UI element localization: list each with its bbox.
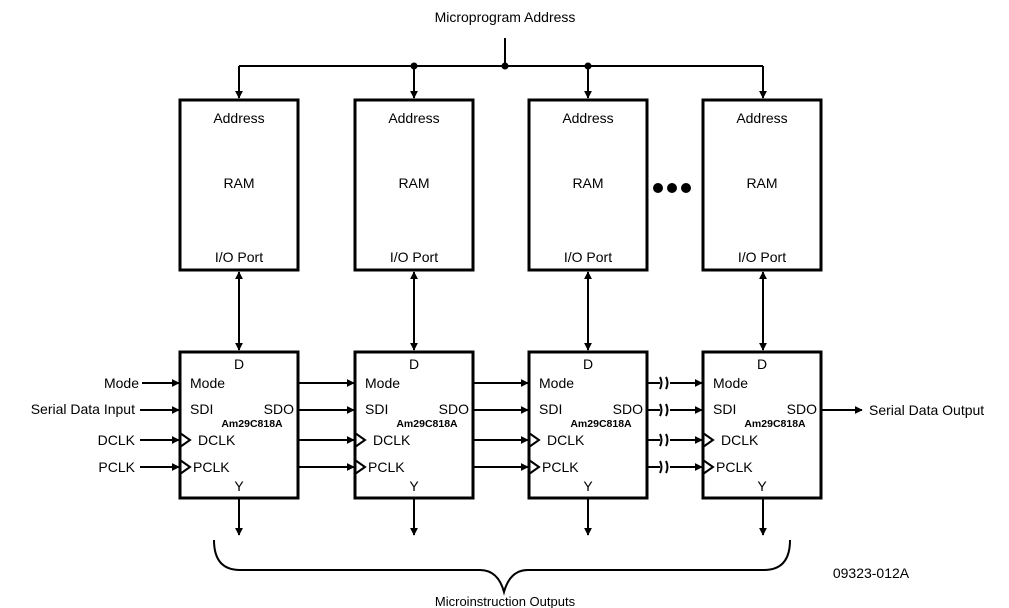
ram-block bbox=[178, 98, 300, 272]
ram-address-label: Address bbox=[736, 110, 787, 126]
register-y-label: Y bbox=[583, 478, 593, 494]
pclk-clock-symbol bbox=[179, 459, 192, 475]
pclk-clock-symbol bbox=[702, 459, 715, 475]
ram-label: RAM bbox=[223, 175, 254, 191]
dclk-input-label: DCLK bbox=[98, 432, 136, 448]
figure-id: 09323-012A bbox=[833, 565, 910, 581]
pclk-input-label: PCLK bbox=[98, 459, 135, 475]
signals-col1-col2 bbox=[298, 379, 355, 471]
dclk-clock-symbol bbox=[528, 432, 541, 448]
ram-address-label: Address bbox=[388, 110, 439, 126]
column-3: Address RAM I/O Port D Mode SDI SDO Am29… bbox=[527, 66, 649, 536]
register-sdi-label: SDI bbox=[539, 401, 562, 417]
register-sdo-label: SDO bbox=[264, 401, 294, 417]
register-d-label: D bbox=[583, 356, 593, 372]
register-mode-label: Mode bbox=[190, 375, 225, 391]
register-y-label: Y bbox=[234, 478, 244, 494]
dclk-clock-symbol bbox=[179, 432, 192, 448]
ram-address-label: Address bbox=[213, 110, 264, 126]
register-pclk-label: PCLK bbox=[193, 459, 230, 475]
bus-junction-dot bbox=[501, 62, 509, 70]
column-1: Address RAM I/O Port D Mode SDI SDO Am29… bbox=[178, 66, 300, 536]
am29c818a-register bbox=[353, 350, 475, 500]
ram-io-port-label: I/O Port bbox=[738, 249, 786, 265]
signals-col3-col4-with-breaks bbox=[647, 376, 703, 474]
pclk-clock-symbol bbox=[354, 459, 367, 475]
serial-data-input-label: Serial Data Input bbox=[31, 401, 135, 417]
ram-block bbox=[353, 98, 475, 272]
column-2: Address RAM I/O Port D Mode SDI SDO Am29… bbox=[353, 66, 475, 536]
register-mode-label: Mode bbox=[365, 375, 400, 391]
register-d-label: D bbox=[234, 356, 244, 372]
register-sdi-label: SDI bbox=[713, 401, 736, 417]
register-pclk-label: PCLK bbox=[542, 459, 579, 475]
register-part-number: Am29C818A bbox=[744, 418, 806, 430]
ram-block bbox=[527, 98, 649, 272]
am29c818a-register bbox=[527, 350, 649, 500]
register-sdo-label: SDO bbox=[613, 401, 643, 417]
dclk-clock-symbol bbox=[354, 432, 367, 448]
register-y-label: Y bbox=[757, 478, 767, 494]
mode-input-label: Mode bbox=[104, 375, 139, 391]
register-dclk-label: DCLK bbox=[721, 432, 759, 448]
register-d-label: D bbox=[409, 356, 419, 372]
register-dclk-label: DCLK bbox=[547, 432, 585, 448]
register-sdo-label: SDO bbox=[439, 401, 469, 417]
register-y-label: Y bbox=[409, 478, 419, 494]
ram-label: RAM bbox=[746, 175, 777, 191]
ram-io-port-label: I/O Port bbox=[390, 249, 438, 265]
register-mode-label: Mode bbox=[713, 375, 748, 391]
register-dclk-label: DCLK bbox=[373, 432, 411, 448]
ram-io-port-label: I/O Port bbox=[215, 249, 263, 265]
pclk-clock-symbol bbox=[528, 459, 541, 475]
register-part-number: Am29C818A bbox=[396, 418, 458, 430]
serial-data-output-label: Serial Data Output bbox=[869, 402, 984, 418]
register-pclk-label: PCLK bbox=[368, 459, 405, 475]
register-sdi-label: SDI bbox=[365, 401, 388, 417]
register-part-number: Am29C818A bbox=[221, 418, 283, 430]
ram-address-label: Address bbox=[562, 110, 613, 126]
microinstruction-outputs-label: Microinstruction Outputs bbox=[435, 594, 576, 608]
register-dclk-label: DCLK bbox=[198, 432, 236, 448]
register-sdi-label: SDI bbox=[190, 401, 213, 417]
column-4: Address RAM I/O Port D Mode SDI SDO Am29… bbox=[701, 66, 823, 536]
more-columns-ellipsis bbox=[653, 183, 691, 193]
dclk-clock-symbol bbox=[702, 432, 715, 448]
ram-label: RAM bbox=[398, 175, 429, 191]
register-sdo-label: SDO bbox=[787, 401, 817, 417]
ram-label: RAM bbox=[572, 175, 603, 191]
register-part-number: Am29C818A bbox=[570, 418, 632, 430]
register-pclk-label: PCLK bbox=[716, 459, 753, 475]
register-d-label: D bbox=[757, 356, 767, 372]
signals-col2-col3 bbox=[473, 379, 529, 471]
ram-io-port-label: I/O Port bbox=[564, 249, 612, 265]
am29c818a-register bbox=[701, 350, 823, 500]
register-mode-label: Mode bbox=[539, 375, 574, 391]
am29c818a-register bbox=[178, 350, 300, 500]
outputs-brace bbox=[213, 539, 791, 596]
microprogram-address-label: Microprogram Address bbox=[435, 9, 576, 25]
ram-block bbox=[701, 98, 823, 272]
